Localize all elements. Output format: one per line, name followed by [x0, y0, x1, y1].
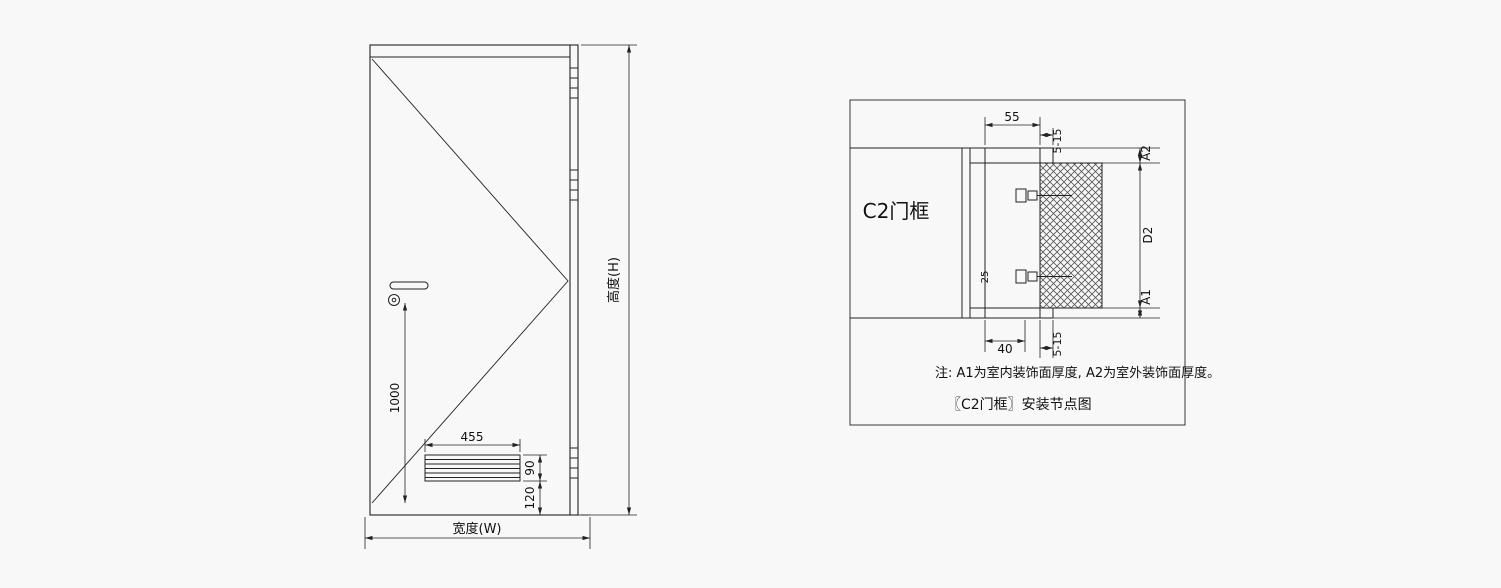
- handle-escutcheon: [388, 294, 400, 306]
- detail-note: 注: A1为室内装饰面厚度, A2为室外装饰面厚度。: [935, 365, 1220, 381]
- hinges: [569, 67, 579, 479]
- detail-labels: C2门框 55 5-15 5-15 40 25 A2 D2 A1 注: A1为室…: [863, 110, 1220, 413]
- hinge-top: [569, 67, 579, 99]
- anchor-bolt-bottom: [1015, 269, 1072, 284]
- anchor-bolt-top: [1015, 188, 1072, 203]
- door-swing-lines: [371, 58, 569, 504]
- dim-gap-top-label: 5-15: [1051, 129, 1064, 154]
- hinge-middle: [569, 169, 579, 201]
- handle-keyhole: [391, 297, 397, 303]
- louver-vent: [424, 454, 521, 482]
- detail-caption: 〖C2门框〗安装节点图: [947, 397, 1092, 413]
- door-handle: [388, 281, 429, 306]
- label-a1: A1: [1139, 289, 1153, 305]
- dim-1000-label: 1000: [388, 383, 402, 414]
- frame-label: C2门框: [863, 199, 930, 223]
- dim-gap-bottom-label: 5-15: [1051, 332, 1064, 357]
- detail-border: [849, 99, 1186, 426]
- door-frame-outline: [369, 44, 579, 516]
- label-a2: A2: [1139, 145, 1153, 161]
- hinge-bottom: [569, 447, 579, 479]
- dim-455-label: 455: [461, 430, 484, 444]
- height-label: 高度(H): [606, 257, 622, 303]
- dim-120-label: 120: [523, 487, 537, 510]
- door-elevation: [369, 44, 579, 516]
- wall-hatch: [1039, 162, 1103, 309]
- detail-dimension-lines: [984, 117, 1160, 358]
- handle-lever: [389, 281, 429, 290]
- label-d2: D2: [1141, 227, 1155, 244]
- dim-25-label: 25: [980, 271, 991, 284]
- door-dimension-lines: [364, 44, 637, 549]
- dim-55-label: 55: [1004, 110, 1019, 124]
- door-dimension-labels: 1000 455 90 120 高度(H) 宽度(W): [388, 257, 622, 537]
- frame-detail: [849, 99, 1186, 426]
- dim-40-label: 40: [997, 342, 1012, 356]
- width-label: 宽度(W): [453, 521, 502, 537]
- dim-90-label: 90: [523, 460, 537, 475]
